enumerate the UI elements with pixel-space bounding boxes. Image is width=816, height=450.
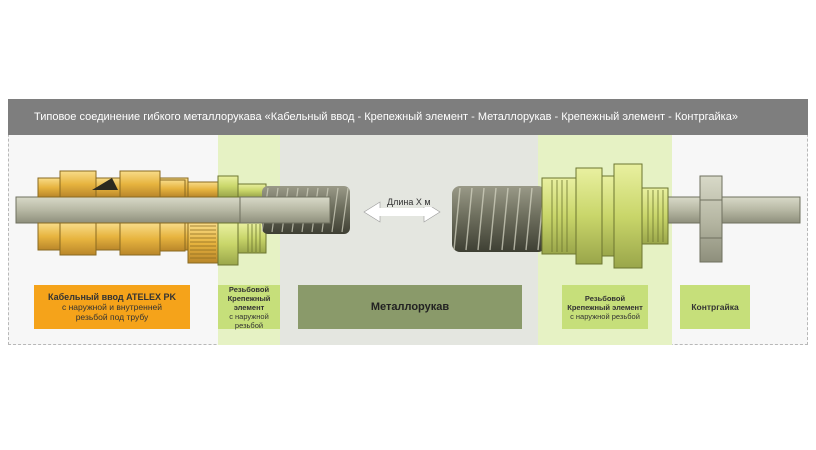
fitting-right-line1: Резьбовой	[584, 293, 626, 303]
fitting-left-line2: Крепежный элемент	[227, 293, 271, 312]
cable-entry-line3: резьбой под трубу	[75, 312, 149, 322]
fitting-right-body	[541, 163, 669, 269]
fitting-right-line3: с наружной резьбой	[570, 311, 640, 321]
length-arrow	[363, 201, 441, 223]
fitting-left-label: Резьбовой Крепежный элемент с наружной р…	[218, 284, 280, 330]
cable-over-hose	[239, 196, 331, 224]
cable-entry-line2: с наружной и внутренней	[61, 302, 162, 312]
fitting-right-line2: Крепежный элемент	[567, 302, 643, 312]
fitting-left-line3: с наружной резьбой	[229, 311, 269, 330]
locknut-title: Контргайка	[691, 302, 739, 312]
fitting-left-body	[217, 175, 267, 266]
locknut-label: Контргайка	[680, 285, 750, 329]
diagram-title: Типовое соединение гибкого металлорукава…	[8, 99, 808, 135]
length-label: Длина X м	[384, 197, 434, 207]
hose-right	[452, 186, 546, 252]
hose-title: Металлорукав	[370, 301, 450, 313]
cable-entry-title: Кабельный ввод ATELEX PK	[48, 292, 176, 302]
fitting-right-label: Резьбовой Крепежный элемент с наружной р…	[562, 285, 648, 329]
cable-right	[659, 196, 801, 224]
fitting-left-line1: Резьбовой	[228, 284, 270, 294]
cable-entry-body	[37, 170, 219, 264]
hose-label: Металлорукав	[298, 285, 522, 329]
locknut-body	[699, 175, 723, 263]
cable-entry-label: Кабельный ввод ATELEX PK с наружной и вн…	[34, 285, 190, 329]
